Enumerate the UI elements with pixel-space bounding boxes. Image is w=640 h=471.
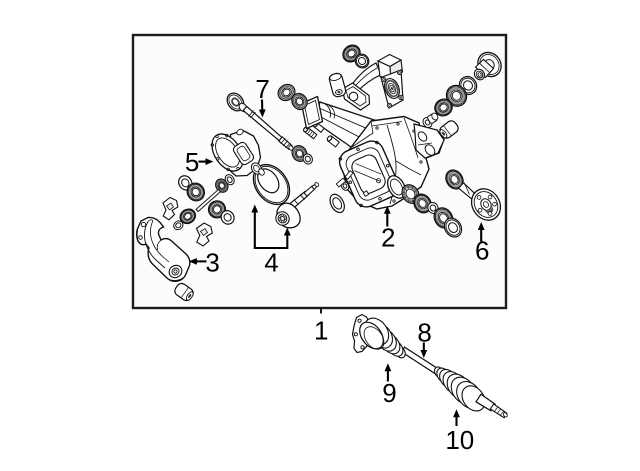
svg-text:5: 5 — [185, 147, 199, 177]
svg-text:3: 3 — [205, 248, 219, 278]
svg-text:10: 10 — [445, 425, 474, 455]
svg-text:2: 2 — [381, 223, 395, 253]
svg-text:7: 7 — [255, 74, 269, 104]
svg-text:4: 4 — [264, 248, 278, 278]
svg-text:8: 8 — [417, 318, 431, 348]
svg-text:6: 6 — [475, 236, 489, 266]
svg-text:9: 9 — [382, 378, 396, 408]
svg-text:1: 1 — [314, 316, 328, 346]
